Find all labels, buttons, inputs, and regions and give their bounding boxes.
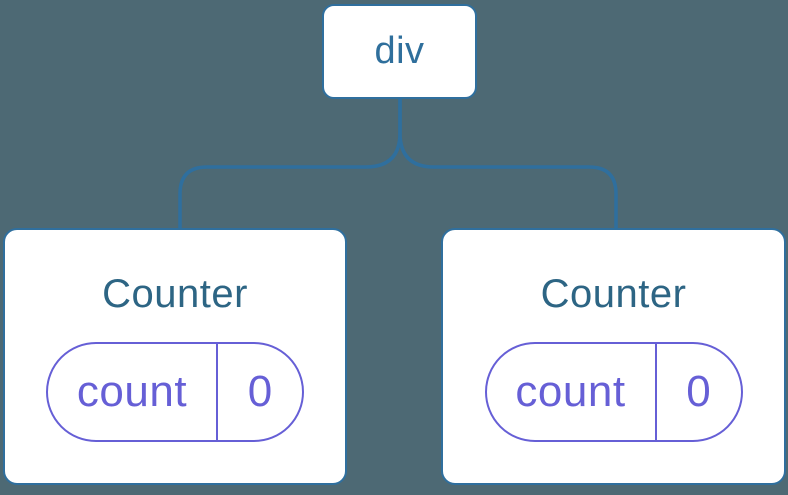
state-key-label: count	[515, 367, 626, 416]
root-node-label: div	[374, 30, 425, 72]
state-value-label: 0	[216, 344, 302, 440]
state-value-label: 0	[654, 344, 741, 440]
connector-right-branch	[398, 99, 618, 229]
tree-node-div: div	[322, 4, 477, 99]
component-title: Counter	[102, 272, 248, 316]
state-key-label: count	[76, 367, 188, 416]
tree-node-counter-right: Counter count 0	[441, 228, 786, 485]
tree-node-counter-left: Counter count 0	[3, 228, 347, 485]
connector-left-branch	[178, 99, 402, 229]
component-title: Counter	[540, 272, 687, 316]
state-pill: count 0	[46, 342, 304, 442]
state-pill: count 0	[484, 342, 743, 442]
